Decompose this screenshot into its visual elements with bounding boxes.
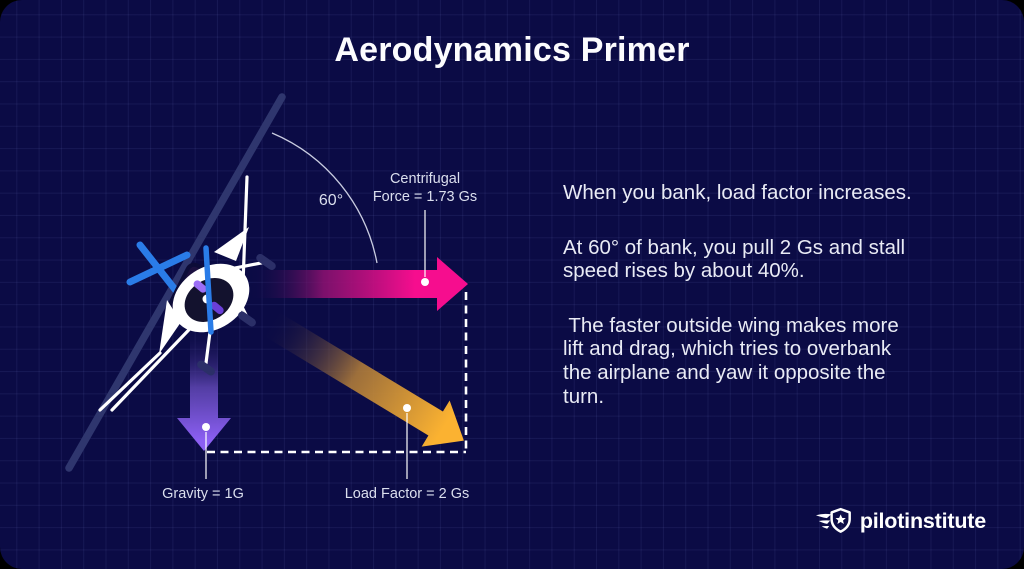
prop-blur-shape — [210, 301, 224, 315]
centrifugal-force-label-line1: Centrifugal — [389, 171, 461, 187]
wing-shape — [214, 227, 249, 261]
wheel-pant — [197, 360, 215, 376]
bank-angle-arc — [271, 132, 378, 264]
centrifugal-force-label-line2: Force = 1.73 Gs — [372, 188, 478, 205]
brand-name: pilotinstitute — [859, 508, 986, 533]
tail-shape — [159, 300, 181, 354]
airplane-illustration — [98, 175, 276, 412]
bank-angle-label: 60° — [318, 192, 344, 209]
centrifugal-force-arrow — [246, 257, 468, 311]
centrifugal-force-label: Centrifugal Force = 1.73 Gs — [345, 171, 505, 207]
prop-blur-shape — [193, 280, 207, 293]
callout-connectors — [202, 210, 429, 479]
paragraph-1: When you bank, load factor increases. — [563, 181, 912, 204]
bank-forces-diagram — [65, 93, 468, 479]
load-factor-arrow — [260, 310, 464, 447]
propeller-blade-icon — [126, 251, 191, 286]
winged-shield-star-icon — [815, 507, 851, 533]
callout-dot — [421, 278, 429, 286]
explanation-text: When you bank, load factor increases. At… — [563, 181, 973, 408]
propeller-blade-icon — [203, 245, 214, 335]
callout-dot — [403, 404, 411, 412]
wheel-pant — [238, 311, 256, 327]
paragraph-3: The faster outside wing makes more lift … — [563, 313, 899, 408]
gravity-label: Gravity = 1G — [162, 486, 244, 502]
page-title: Aerodynamics Primer — [334, 31, 690, 69]
paragraph-2: At 60° of bank, you pull 2 Gs and stall … — [563, 235, 906, 283]
gravity-arrow — [177, 328, 231, 451]
wing-struts — [98, 175, 268, 412]
load-factor-label: Load Factor = 2 Gs — [344, 486, 470, 502]
pilot-institute-logo: pilotinstitute — [815, 506, 986, 536]
wheel-pant — [256, 253, 276, 271]
callout-dot — [202, 423, 210, 431]
